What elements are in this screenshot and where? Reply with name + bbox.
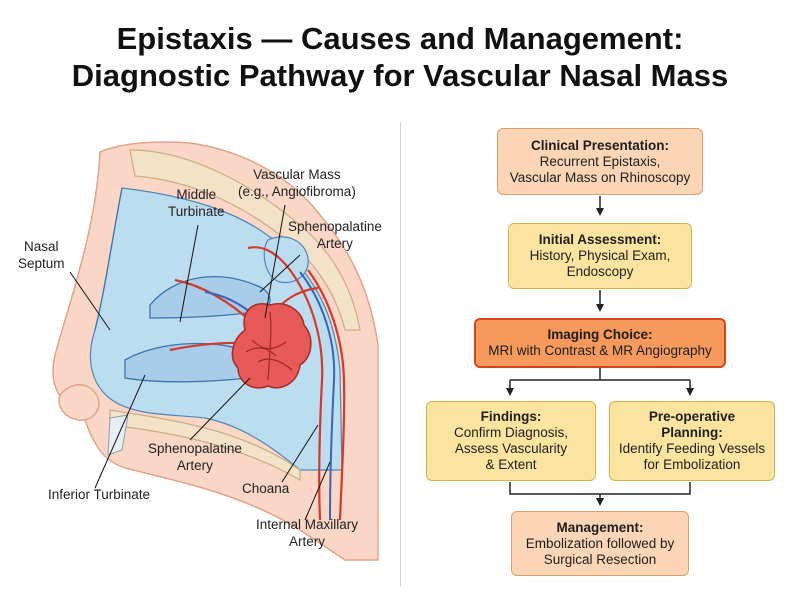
nasal-anatomy-illustration bbox=[52, 141, 379, 561]
preop-body: Identify Feeding Vessels for Embolizatio… bbox=[618, 441, 766, 472]
label-sphenopalatine-artery-bottom: Sphenopalatine Artery bbox=[148, 441, 242, 473]
management-title: Management: bbox=[556, 519, 644, 535]
label-sphenopalatine-artery-top: Sphenopalatine Artery bbox=[288, 219, 382, 251]
label-leader-lines bbox=[69, 204, 331, 521]
imaging-body: MRI with Contrast & MR Angiography bbox=[488, 343, 712, 358]
title-line-1: Epistaxis — Causes and Management: bbox=[116, 21, 684, 56]
label-nasal-septum: Nasal Septum bbox=[18, 239, 65, 271]
preop-title: Pre-operative Planning: bbox=[648, 409, 736, 440]
skull-base-bone bbox=[129, 149, 361, 331]
findings-body: Confirm Diagnosis, Assess Vascularity & … bbox=[453, 425, 569, 472]
nasal-septum-line bbox=[94, 187, 123, 331]
panel-divider bbox=[400, 122, 401, 587]
leader-middle-turbinate bbox=[179, 224, 199, 323]
clinical-body: Recurrent Epistaxis, Vascular Mass on Rh… bbox=[509, 153, 691, 185]
box-preoperative-planning: Pre-operative Planning: Identify Feeding… bbox=[609, 401, 775, 481]
title-line-2: Diagnostic Pathway for Vascular Nasal Ma… bbox=[71, 58, 729, 93]
leader-internal-maxillary bbox=[304, 461, 331, 521]
vascular-mass bbox=[231, 303, 312, 389]
initial-body: History, Physical Exam, Endoscopy bbox=[529, 248, 671, 279]
mass-vessel-network bbox=[245, 311, 293, 381]
flowchart-connectors bbox=[506, 196, 694, 600]
initial-title: Initial Assessment: bbox=[538, 232, 662, 247]
nasal-tip bbox=[58, 384, 100, 421]
internal-maxillary-artery-branch bbox=[307, 269, 346, 521]
label-middle-turbinate: Middle Turbinate bbox=[168, 187, 225, 219]
clinical-title: Clinical Presentation: bbox=[530, 137, 670, 153]
box-management: Management: Embolization followed by Sur… bbox=[511, 511, 689, 576]
arrow-imaging-to-split bbox=[510, 368, 690, 381]
hard-palate bbox=[109, 409, 301, 482]
box-clinical-presentation: Clinical Presentation: Recurrent Epistax… bbox=[497, 128, 703, 195]
label-internal-maxillary-artery: Internal Maxillary Artery bbox=[256, 517, 359, 549]
box-imaging-choice: Imaging Choice: MRI with Contrast & MR A… bbox=[474, 318, 726, 368]
page-title: Epistaxis — Causes and Management: Diagn… bbox=[0, 20, 800, 94]
label-vascular-mass: Vascular Mass (e.g., Angiofibroma) bbox=[238, 167, 356, 199]
leader-inferior-turbinate bbox=[94, 374, 146, 489]
middle-turbinate-shape bbox=[149, 276, 271, 319]
sphenoid-sinus bbox=[263, 236, 309, 284]
findings-title: Findings: bbox=[480, 409, 542, 424]
leader-choana bbox=[281, 424, 319, 483]
leader-sphenopalatine-bottom bbox=[189, 377, 251, 441]
leader-sphenopalatine-top bbox=[259, 254, 301, 293]
box-findings: Findings: Confirm Diagnosis, Assess Vasc… bbox=[426, 401, 596, 481]
vascular-mass-body bbox=[231, 303, 312, 389]
leader-nasal-septum bbox=[69, 271, 111, 331]
sphenopalatine-artery-branch bbox=[247, 246, 324, 521]
box-initial-assessment: Initial Assessment: History, Physical Ex… bbox=[508, 223, 692, 289]
label-choana: Choana bbox=[242, 481, 290, 496]
leader-vascular-mass bbox=[264, 204, 286, 319]
vein-branch bbox=[299, 271, 336, 521]
management-body: Embolization followed by Surgical Resect… bbox=[525, 535, 675, 567]
arrow-merge-to-management bbox=[509, 482, 691, 502]
imaging-title: Imaging Choice: bbox=[547, 327, 653, 342]
label-inferior-turbinate: Inferior Turbinate bbox=[48, 487, 151, 502]
